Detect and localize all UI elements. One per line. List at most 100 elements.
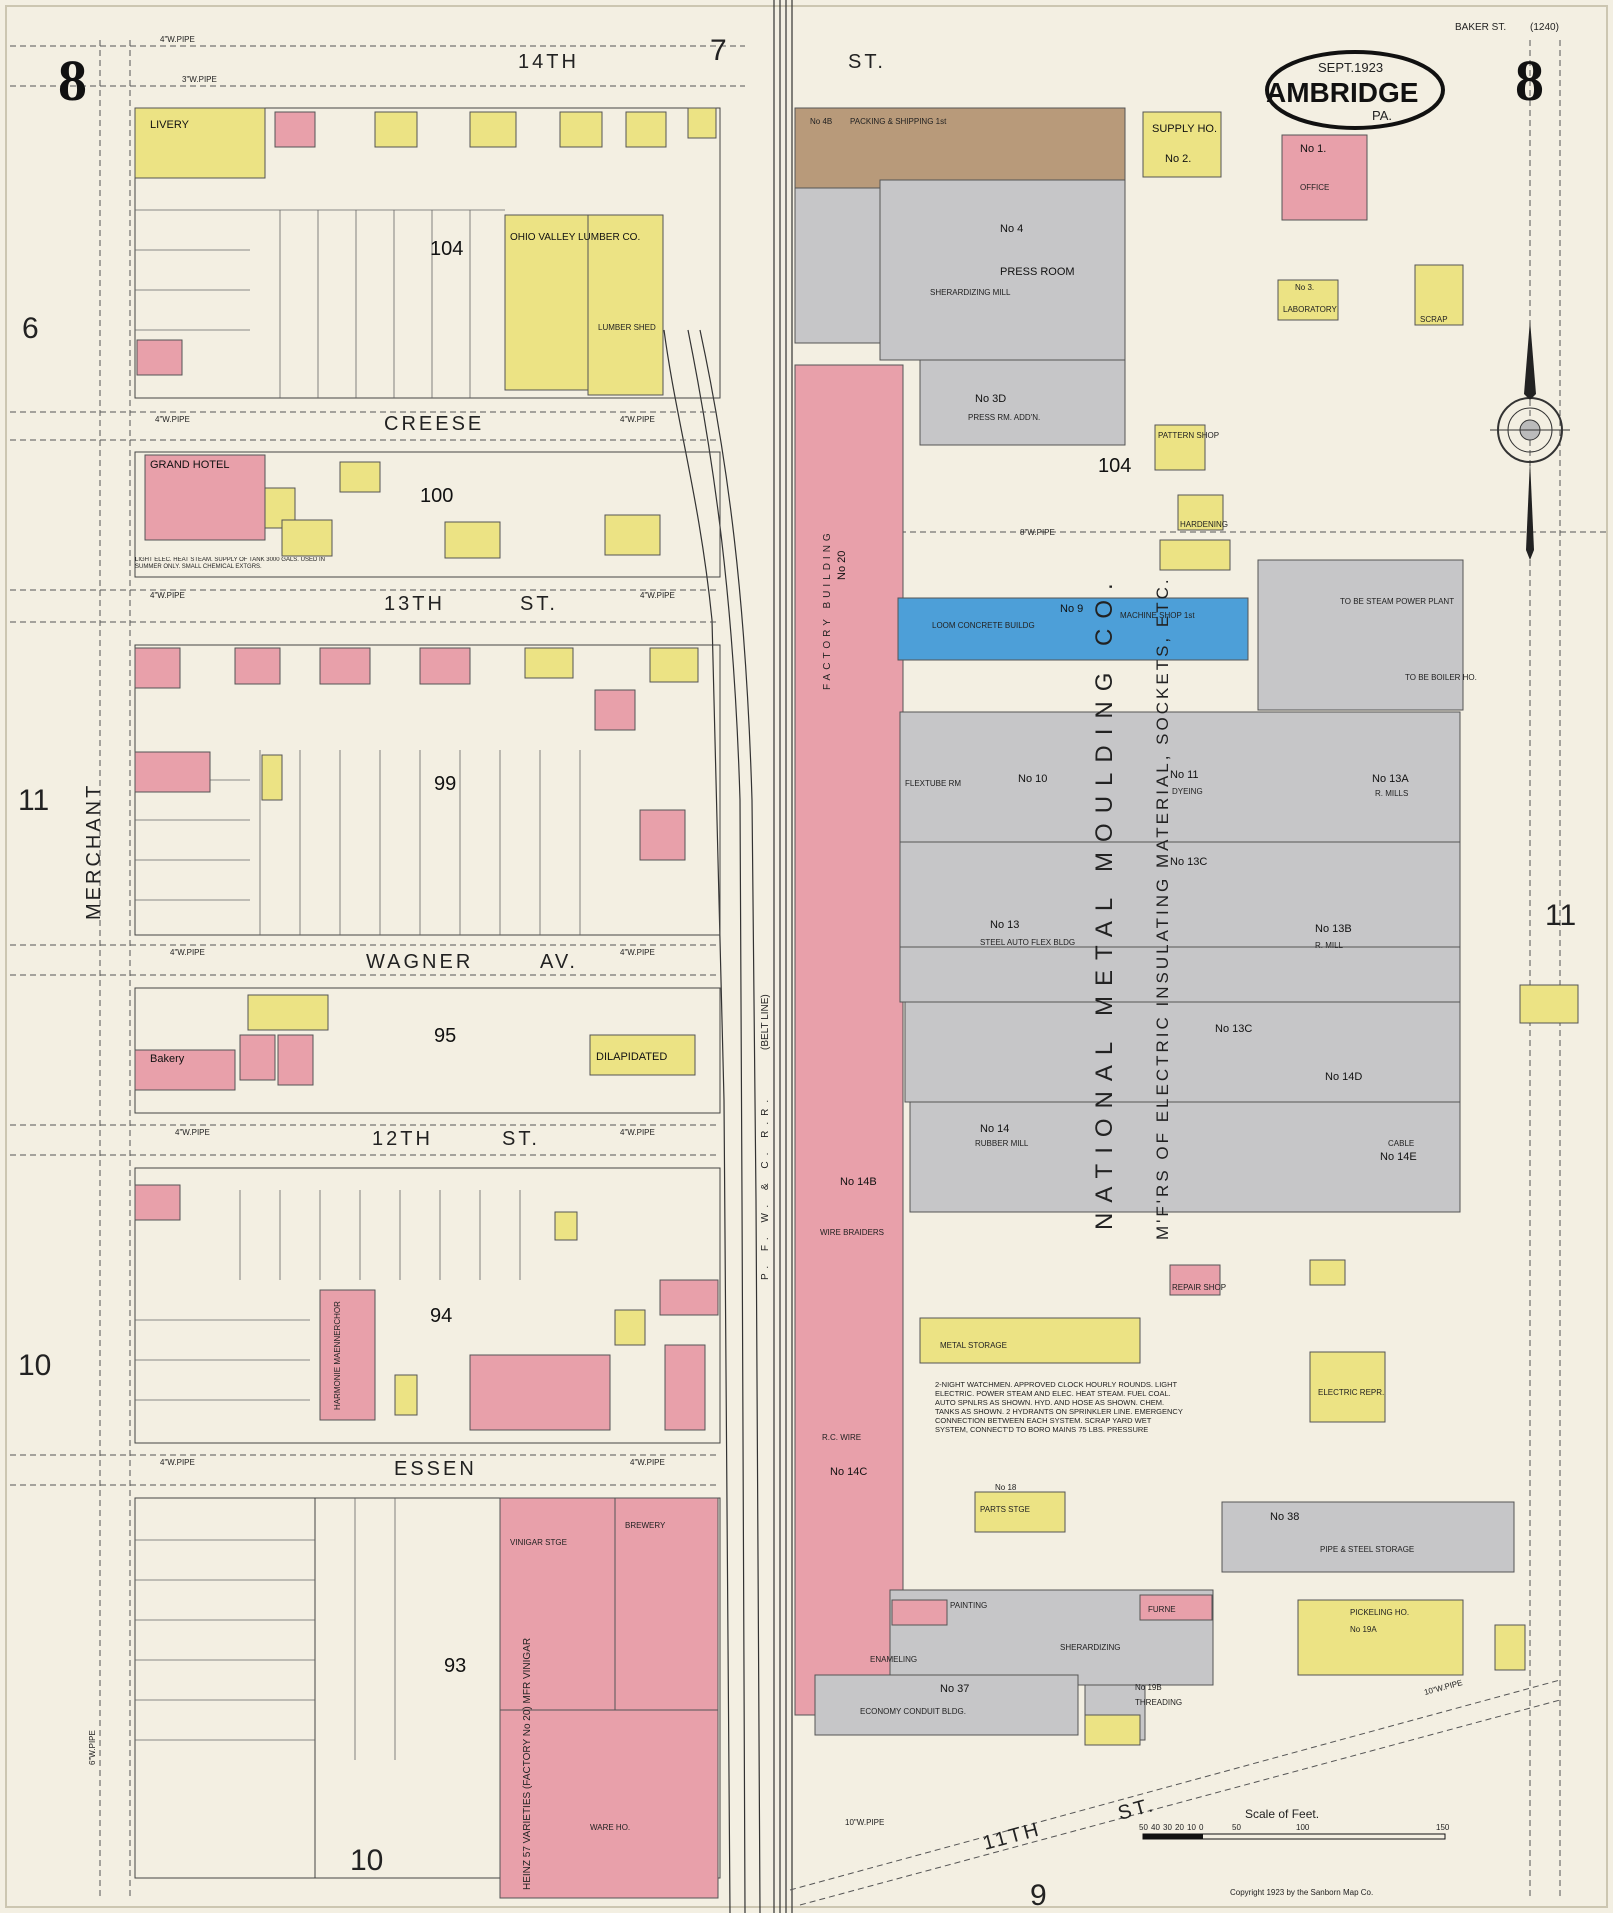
- enameling-label: ENAMELING: [870, 1655, 917, 1664]
- manufacturer-description: M'F'RS OF ELECTRIC INSULATING MATERIAL, …: [1153, 576, 1172, 1240]
- factory-number: No 20: [836, 551, 848, 580]
- street-14th: 14TH: [518, 51, 579, 73]
- scale-title: Scale of Feet.: [1245, 1807, 1319, 1821]
- hardening-label: HARDENING: [1180, 520, 1228, 529]
- livery-label: LIVERY: [150, 119, 190, 131]
- pattern-shop-label: PATTERN SHOP: [1158, 431, 1219, 440]
- pipe-label: 4"W.PIPE: [620, 948, 655, 957]
- block-94: 94: [430, 1305, 452, 1327]
- laboratory-number: No 3.: [1295, 283, 1314, 292]
- sherardizing-label: SHERARDIZING: [1060, 1643, 1120, 1652]
- 13c-number: No 13C: [1170, 856, 1207, 868]
- press-room-number: No 4: [1000, 223, 1023, 235]
- rubber-mill-label: RUBBER MILL: [975, 1139, 1029, 1148]
- sheet-number-right: 8: [1515, 48, 1544, 113]
- hotel-note: LIGHT ELEC. HEAT STEAM. SUPPLY OF TANK 3…: [135, 557, 325, 570]
- street-merchant: MERCHANT: [83, 783, 105, 920]
- block-99: 99: [434, 773, 456, 795]
- grand-hotel-label: GRAND HOTEL: [150, 459, 229, 471]
- supply-house-label: SUPPLY HO.: [1152, 123, 1217, 135]
- flextube-number: No 10: [1018, 773, 1047, 785]
- street-creese: CREESE: [384, 413, 484, 435]
- machine-shop-label: MACHINE SHOP 1st: [1120, 611, 1195, 620]
- rubber-mill-number: No 14: [980, 1123, 1009, 1135]
- hotel-note-text: LIGHT ELEC. HEAT STEAM. SUPPLY OF TANK 3…: [135, 557, 325, 570]
- street-13th-st: ST.: [520, 593, 558, 615]
- brewery-label: BREWERY: [625, 1521, 666, 1530]
- pickeling-label: PICKELING HO.: [1350, 1608, 1409, 1617]
- threading-label: THREADING: [1135, 1698, 1182, 1707]
- street-baker-number: (1240): [1530, 22, 1559, 33]
- scrap-label: SCRAP: [1420, 315, 1448, 324]
- wire-braiders-label: WIRE BRAIDERS: [820, 1228, 884, 1237]
- pipe-label: 4"W.PIPE: [640, 591, 675, 600]
- vinigar-stge-label: VINIGAR STGE: [510, 1538, 567, 1547]
- bakery-label: Bakery: [150, 1053, 185, 1065]
- power-plant-label: TO BE STEAM POWER PLANT: [1340, 597, 1454, 606]
- pipe-label: 4"W.PIPE: [630, 1458, 665, 1467]
- pipe-storage-number: No 38: [1270, 1511, 1299, 1523]
- office-label: OFFICE: [1300, 183, 1329, 192]
- railroad-label: P. F. W. & C. R.R.: [760, 1094, 771, 1280]
- factory-building-label: FACTORY BUILDING: [822, 529, 833, 690]
- r-mills-number: No 13A: [1372, 773, 1409, 785]
- scale-tick-label: 30: [1163, 1823, 1172, 1832]
- press-room-label: PRESS ROOM: [1000, 266, 1075, 278]
- scale-tick-label: 100: [1296, 1823, 1310, 1832]
- parts-label: PARTS STGE: [980, 1505, 1030, 1514]
- sherardizing-mill-label: SHERARDIZING MILL: [930, 288, 1011, 297]
- threading-number: No 19B: [1135, 1683, 1162, 1692]
- heinz-factory: VINIGAR STGE BREWERY WARE HO. HEINZ 57 V…: [499, 1497, 719, 1899]
- wire-braiders-number: No 14B: [840, 1176, 877, 1188]
- compass-rose: [1490, 320, 1570, 560]
- lot-lines: [135, 209, 581, 1760]
- block-95: 95: [434, 1025, 456, 1047]
- dyeing-number: No 11: [1170, 769, 1199, 781]
- industrial-buildings: [794, 107, 1579, 1746]
- pipe-label: 4"W.PIPE: [150, 591, 185, 600]
- ware-ho-label: WARE HO.: [590, 1823, 630, 1832]
- national-metal-moulding-label: NATIONAL METAL MOULDING CO.: [1091, 573, 1118, 1230]
- pipe-label: 4"W.PIPE: [620, 1128, 655, 1137]
- dilapidated-label: DILAPIDATED: [596, 1051, 667, 1063]
- economy-number: No 37: [940, 1683, 969, 1695]
- belt-line-label: (BELT LINE): [760, 994, 771, 1050]
- title-state: PA.: [1372, 108, 1392, 123]
- electric-repr-label: ELECTRIC REPR.: [1318, 1388, 1384, 1397]
- street-wagner: WAGNER: [366, 951, 473, 973]
- block-104-east: 104: [1098, 455, 1131, 477]
- street-lines: [10, 40, 1610, 1906]
- steel-auto-number: No 13: [990, 919, 1019, 931]
- office-number: No 1.: [1300, 143, 1326, 155]
- steel-auto-label: STEEL AUTO FLEX BLDG: [980, 938, 1075, 947]
- street-wagner-av: AV.: [540, 951, 578, 973]
- pipe-label: 4"W.PIPE: [175, 1128, 210, 1137]
- scale-tick-label: 10: [1187, 1823, 1196, 1832]
- watchmen-note-text: 2-NIGHT WATCHMEN. APPROVED CLOCK HOURLY …: [935, 1380, 1183, 1434]
- r-mill-label: R. MILL: [1315, 941, 1344, 950]
- watchmen-note: 2-NIGHT WATCHMEN. APPROVED CLOCK HOURLY …: [935, 1380, 1183, 1434]
- adjoining-sheet-10-left: 10: [18, 1349, 51, 1382]
- pipe-label: 4"W.PIPE: [620, 415, 655, 424]
- packing-number: No 4B: [810, 117, 832, 126]
- pickeling-number: No 19A: [1350, 1625, 1377, 1634]
- pipe-label: 4"W.PIPE: [160, 35, 195, 44]
- title-city: AMBRIDGE: [1266, 77, 1418, 108]
- scale-tick-label: 150: [1436, 1823, 1450, 1832]
- economy-label: ECONOMY CONDUIT BLDG.: [860, 1707, 966, 1716]
- loom-label: LOOM CONCRETE BUILDG: [932, 621, 1035, 630]
- cable-label: CABLE: [1388, 1139, 1414, 1148]
- pipe-label: 3"W.PIPE: [182, 75, 217, 84]
- street-12th-st: ST.: [502, 1128, 540, 1150]
- parts-number: No 18: [995, 1483, 1017, 1492]
- adjoining-sheet-11-right: 11: [1545, 899, 1576, 932]
- scale-tick-label: 20: [1175, 1823, 1184, 1832]
- flextube-label: FLEXTUBE RM: [905, 779, 961, 788]
- press-addn-label: PRESS RM. ADD'N.: [968, 413, 1040, 422]
- scale-tick-label: 0: [1199, 1823, 1204, 1832]
- supply-house-number: No 2.: [1165, 153, 1191, 165]
- pipe-label: 4"W.PIPE: [155, 415, 190, 424]
- adjoining-sheet-11-left: 11: [18, 784, 49, 817]
